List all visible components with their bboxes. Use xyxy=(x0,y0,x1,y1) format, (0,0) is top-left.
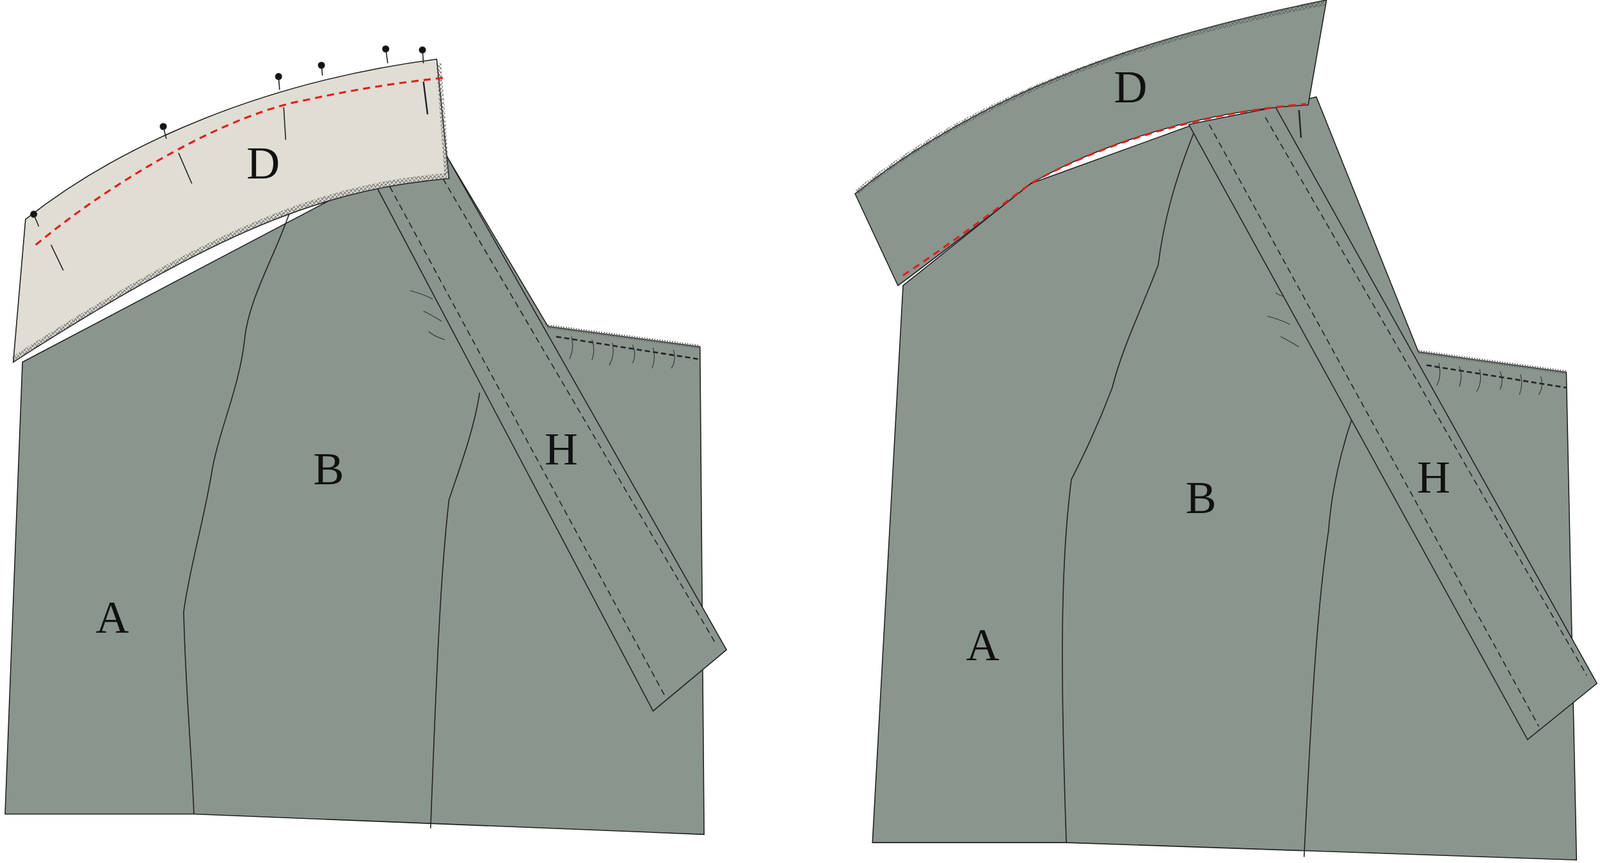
stitch-line xyxy=(903,104,1307,276)
band-d xyxy=(13,58,450,363)
part-label: B xyxy=(312,446,344,493)
gather-stitch xyxy=(556,336,699,360)
right-figure xyxy=(855,0,1597,861)
overlock-edge xyxy=(439,63,448,176)
stitch-corner xyxy=(1299,110,1302,138)
seam-line xyxy=(183,209,291,815)
stitch-line xyxy=(1208,117,1587,727)
part-label: H xyxy=(1416,454,1451,501)
part-label: A xyxy=(95,594,129,641)
part-label: H xyxy=(544,426,578,473)
band-d xyxy=(855,0,1327,286)
stitch-line xyxy=(35,77,447,246)
strip-h xyxy=(377,145,727,712)
pins xyxy=(30,46,426,227)
strip-h xyxy=(1188,106,1597,740)
gather-stitch xyxy=(1426,365,1567,388)
left-figure xyxy=(5,46,727,836)
stitch-corner xyxy=(423,81,428,115)
gather-edge xyxy=(1418,352,1567,373)
seam-line xyxy=(1304,418,1353,858)
gather-edge xyxy=(547,326,701,347)
overlock-edge xyxy=(13,175,448,360)
overlock-edge xyxy=(856,3,1325,192)
stitch-line xyxy=(389,161,717,697)
seam-line xyxy=(430,392,480,829)
part-label: D xyxy=(1114,64,1148,111)
notch xyxy=(51,106,287,271)
part-label: D xyxy=(246,140,280,187)
part-label: B xyxy=(1185,474,1217,521)
seam-line xyxy=(1062,132,1195,843)
part-label: A xyxy=(965,622,1000,669)
